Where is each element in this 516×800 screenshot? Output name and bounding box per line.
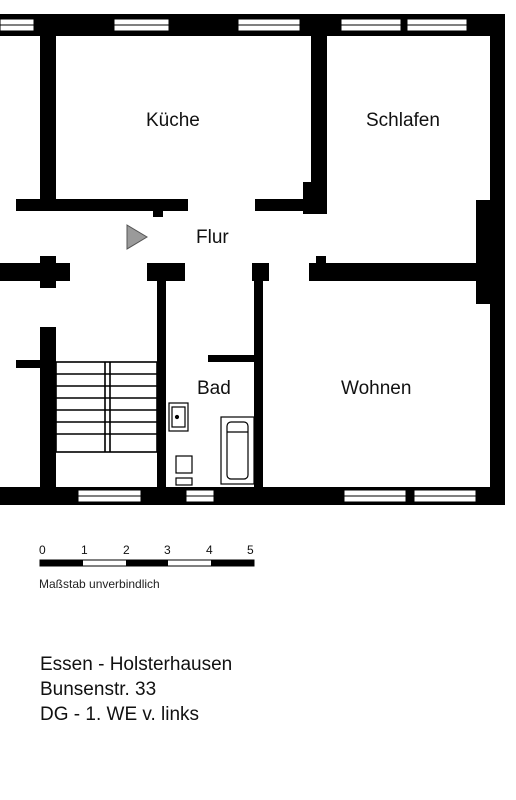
scale-tick-0: 0 xyxy=(39,543,46,557)
address-line-street: Bunsenstr. 33 xyxy=(40,679,157,700)
room-label-living: Wohnen xyxy=(341,378,411,399)
room-label-hallway: Flur xyxy=(196,227,229,248)
scale-tick-4: 4 xyxy=(206,543,213,557)
entrance-arrow-icon xyxy=(126,224,148,250)
stairs xyxy=(55,361,158,453)
room-label-bedroom: Schlafen xyxy=(366,110,440,131)
scale-bar: 0 1 2 3 4 5 xyxy=(39,543,255,567)
floor-plan: Küche Schlafen Flur Bad Wohnen 0 1 2 3 4… xyxy=(0,14,505,567)
room-label-bath: Bad xyxy=(197,378,231,399)
scale-tick-2: 2 xyxy=(123,543,130,557)
bathtub xyxy=(220,416,255,485)
scale-disclaimer: Maßstab unverbindlich xyxy=(39,577,160,591)
toilet xyxy=(175,455,193,486)
scale-tick-3: 3 xyxy=(164,543,171,557)
address-line-unit: DG - 1. WE v. links xyxy=(40,704,200,725)
address-line-city: Essen - Holsterhausen xyxy=(40,654,233,675)
room-label-kitchen: Küche xyxy=(146,110,200,131)
scale-tick-5: 5 xyxy=(247,543,254,557)
washbasin xyxy=(168,402,189,432)
scale-tick-1: 1 xyxy=(81,543,88,557)
address-block: Essen - Holsterhausen Bunsenstr. 33 DG -… xyxy=(40,652,232,727)
